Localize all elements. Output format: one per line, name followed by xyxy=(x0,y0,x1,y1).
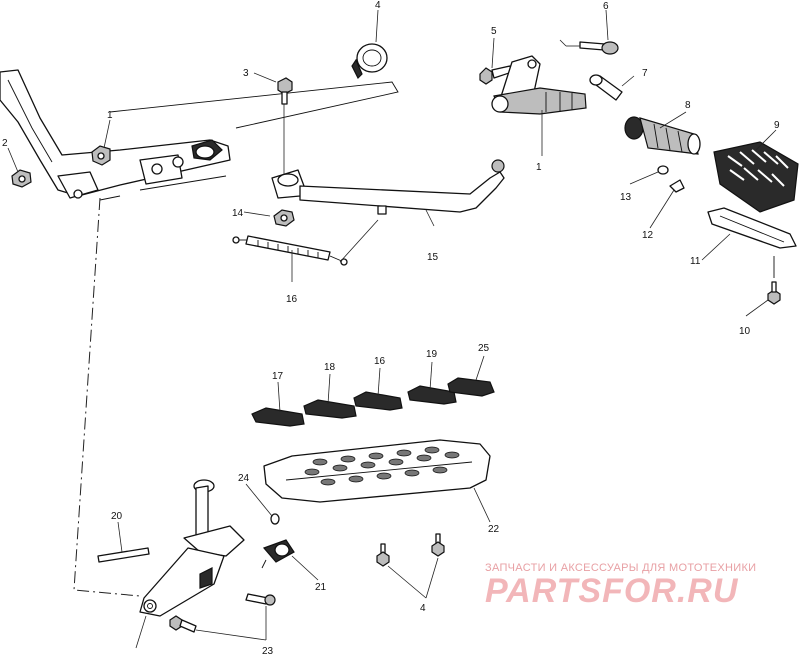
callout-label: 7 xyxy=(642,68,648,79)
pad-16-right xyxy=(407,385,457,405)
callout-label: 10 xyxy=(739,326,751,337)
kickstand-14 xyxy=(271,159,505,215)
floorboard-20 xyxy=(263,439,491,503)
callout-label: 2 xyxy=(2,138,8,149)
watermark: ЗАПЧАСТИ И АКСЕССУАРЫ ДЛЯ МОТОТЕХНИКИ PA… xyxy=(485,562,785,611)
pin-6 xyxy=(589,74,623,101)
frame-tube xyxy=(0,69,399,201)
callout-label: 13 xyxy=(620,192,632,203)
nut-1-left xyxy=(11,169,32,188)
pad-16-left xyxy=(251,407,305,427)
footpeg-rubber-8 xyxy=(713,141,799,213)
bolt-2 xyxy=(277,77,293,105)
pad-17 xyxy=(303,399,357,419)
watermark-caption: ЗАПЧАСТИ И АКСЕССУАРЫ ДЛЯ МОТОТЕХНИКИ xyxy=(485,562,757,574)
guard-10 xyxy=(707,207,797,249)
callout-label: 15 xyxy=(427,252,439,263)
callout-label: 8 xyxy=(685,100,691,111)
callout-label: 4 xyxy=(375,0,381,11)
callout-label: 21 xyxy=(315,582,327,593)
spring-15 xyxy=(232,235,348,266)
callout-label: 12 xyxy=(642,230,654,241)
callout-label: 22 xyxy=(488,524,500,535)
callout-label: 19 xyxy=(426,349,438,360)
callout-label: 20 xyxy=(111,511,123,522)
callout-labels: 1 2 3 4 5 6 7 8 9 10 11 12 13 1 14 15 16… xyxy=(2,0,780,657)
callout-label: 16 xyxy=(374,356,386,367)
footpeg-bracket-13 xyxy=(491,55,587,115)
callout-label: 1 xyxy=(107,110,113,121)
callout-label: 3 xyxy=(243,68,249,79)
screw-21-left xyxy=(376,543,390,567)
washer-25 xyxy=(270,513,280,525)
footpeg-7 xyxy=(624,116,701,155)
spring-22 xyxy=(261,539,295,569)
clip-11 xyxy=(669,179,685,193)
callout-label: 9 xyxy=(774,120,780,131)
watermark-logo: PARTSFOR.RU xyxy=(485,572,739,610)
nut-1-center xyxy=(273,209,295,227)
callout-label: 16 xyxy=(286,294,298,305)
screw-9 xyxy=(767,256,781,305)
bolt-5 xyxy=(579,41,619,55)
callout-label: 14 xyxy=(232,208,244,219)
callout-label: 23 xyxy=(262,646,274,657)
washer-12 xyxy=(657,165,669,175)
nut-1-frame xyxy=(91,145,111,166)
callout-label: 4 xyxy=(420,603,426,614)
callout-label: 6 xyxy=(603,1,609,12)
clamp-3 xyxy=(351,43,388,80)
bolt-4-bottom-upper xyxy=(245,593,276,606)
floorboard-bracket-23 xyxy=(139,479,245,617)
callout-label: 1 xyxy=(536,162,542,173)
callout-label: 11 xyxy=(690,256,701,267)
screw-21-right xyxy=(431,533,445,557)
pad-18 xyxy=(353,391,403,411)
callout-label: 18 xyxy=(324,362,336,373)
callout-label: 17 xyxy=(272,371,284,382)
callout-label: 24 xyxy=(238,473,250,484)
pad-19 xyxy=(447,377,495,397)
pin-24 xyxy=(97,547,150,563)
callout-label: 5 xyxy=(491,26,497,37)
leader-lines xyxy=(7,9,777,649)
alignment-line xyxy=(73,197,141,597)
bolt-4-bottom-lower xyxy=(169,615,197,633)
bolt-4-top xyxy=(479,65,513,85)
callout-label: 25 xyxy=(478,343,490,354)
